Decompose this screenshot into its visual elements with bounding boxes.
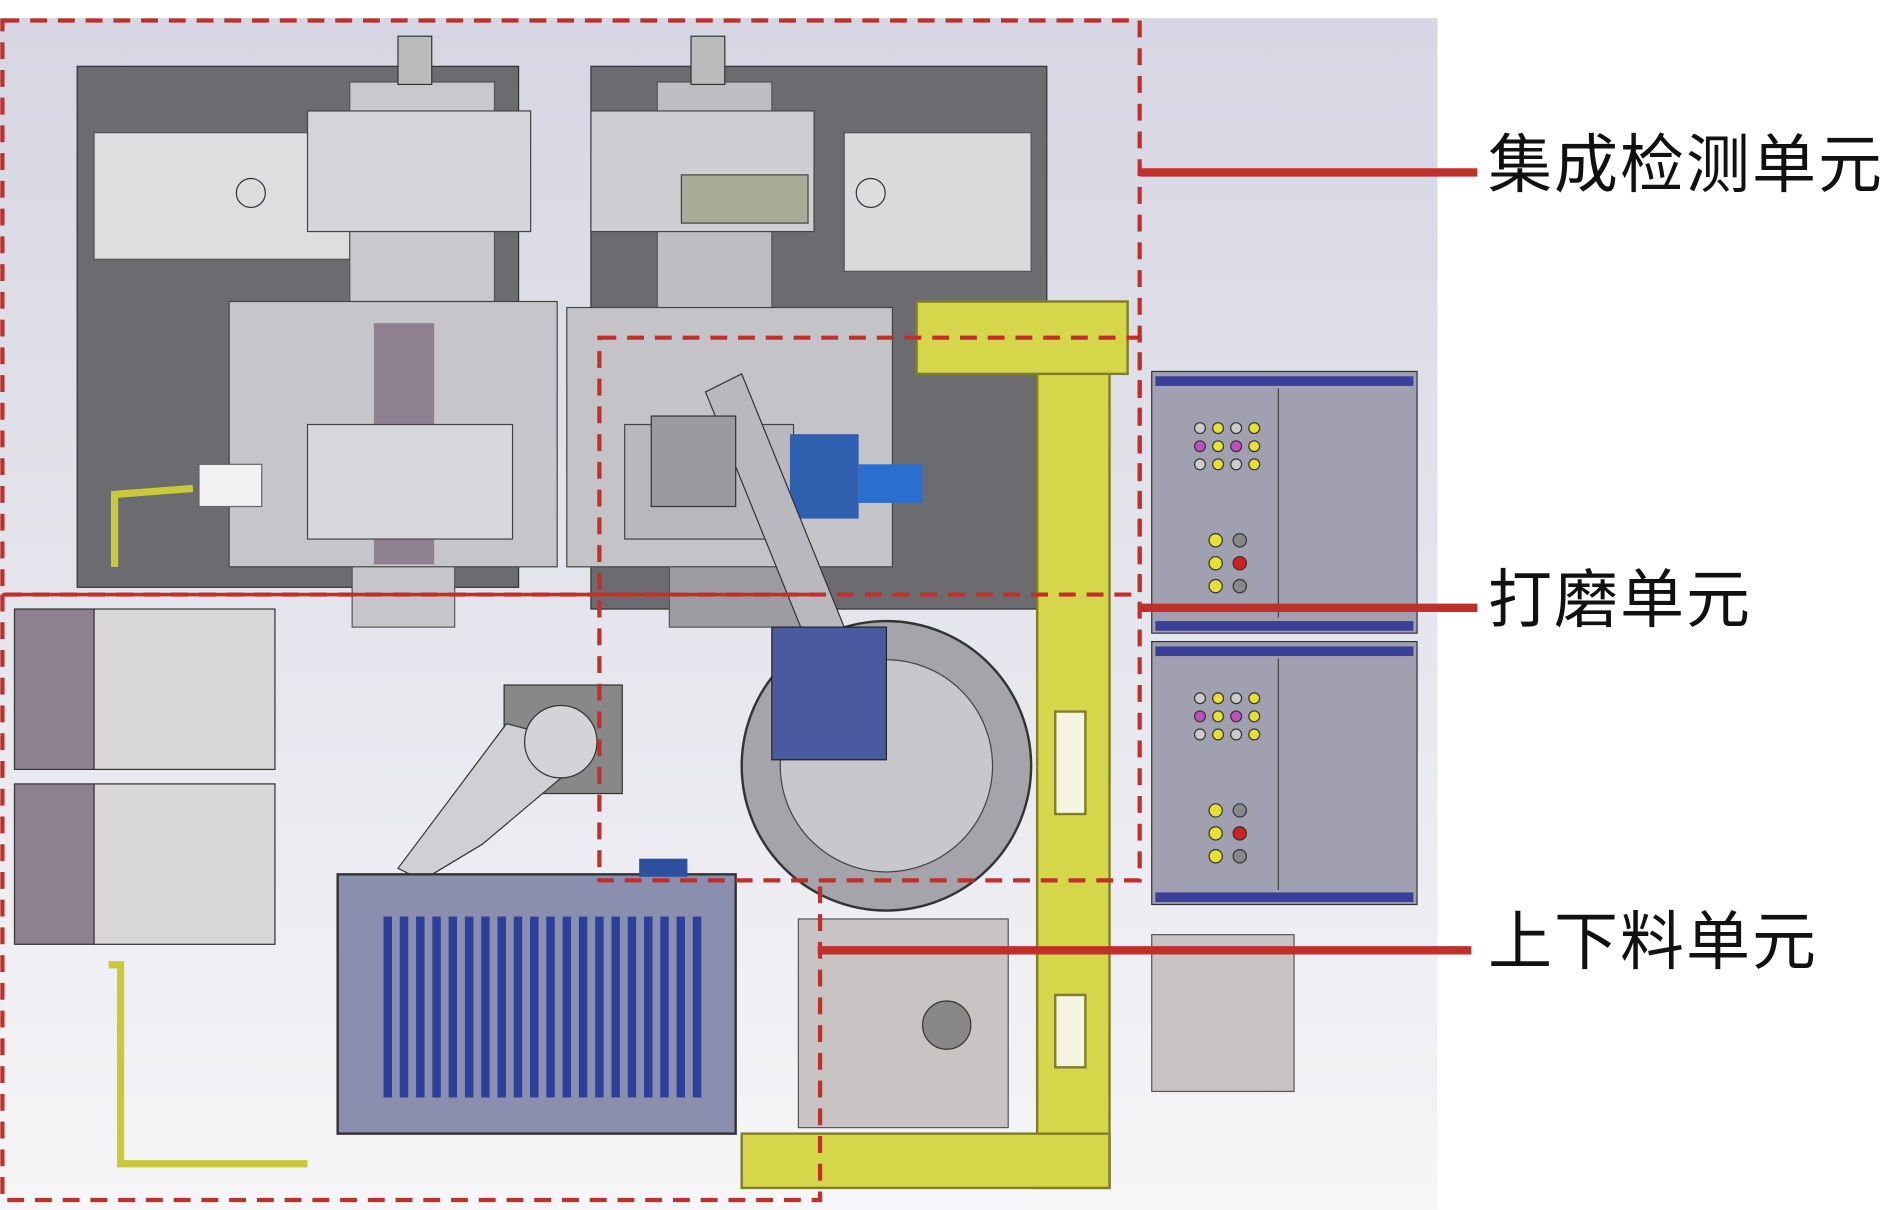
grinding-robot: [650, 373, 1033, 912]
control-cabinet-upper: [1151, 370, 1418, 634]
rack-slot: [432, 916, 441, 1098]
cabinet-button: [1232, 555, 1248, 571]
loading-unit-boundary: [0, 594, 823, 1203]
indicator-light: [1230, 728, 1243, 741]
rack-slot: [530, 916, 539, 1098]
cabinet-button: [1232, 826, 1248, 841]
rack-slot: [578, 916, 588, 1098]
rack-slot: [399, 916, 409, 1098]
rack-slot: [611, 916, 620, 1098]
rack-slot: [627, 916, 637, 1098]
indicator-light: [1212, 710, 1225, 723]
cabinet-button: [1208, 849, 1223, 864]
inspection-unit-label: 集成检测单元: [1488, 129, 1884, 203]
indicator-light: [1193, 728, 1206, 741]
rack-slot: [692, 916, 702, 1098]
rack-slot: [383, 916, 392, 1098]
indicator-light: [1193, 422, 1206, 435]
electrical-box: [1151, 934, 1295, 1093]
grinding-unit-boundary: [597, 335, 1142, 883]
indicator-light: [1193, 440, 1206, 453]
indicator-light: [1212, 422, 1225, 435]
rack-slot: [562, 916, 572, 1098]
storage-panels: [13, 608, 276, 945]
rack-slot: [546, 916, 555, 1098]
indicator-light: [1248, 710, 1261, 723]
cabinet-button: [1232, 533, 1248, 548]
indicator-light: [1212, 728, 1225, 741]
rack-slot: [595, 916, 604, 1098]
cabinet-button: [1232, 578, 1248, 594]
inspection-machine-left: [76, 35, 558, 628]
indicator-light: [1248, 728, 1261, 741]
indicator-light: [1230, 422, 1243, 435]
rack-slot: [644, 916, 653, 1098]
cabinet-button: [1208, 803, 1223, 818]
indicator-light: [1248, 422, 1261, 435]
rack-slot: [676, 916, 686, 1098]
cabinet-button: [1208, 578, 1223, 594]
loading-fixture: [921, 1000, 972, 1050]
control-cabinet-lower: [1151, 640, 1418, 906]
rack-slot: [481, 916, 490, 1098]
indicator-light: [1230, 440, 1243, 453]
indicator-light: [1248, 440, 1261, 453]
cabinet-button: [1208, 826, 1223, 841]
grinding-unit-label: 打磨单元: [1488, 564, 1752, 638]
rack-slot: [416, 916, 425, 1098]
safety-rail: [108, 484, 308, 1168]
indicator-light: [1193, 710, 1206, 723]
indicator-light: [1193, 692, 1206, 705]
indicator-light: [1248, 692, 1261, 705]
indicator-light: [1212, 692, 1225, 705]
cabinet-button: [1208, 533, 1223, 548]
rack-slot: [513, 916, 523, 1098]
indicator-light: [1212, 440, 1225, 453]
indicator-light: [1230, 458, 1243, 471]
indicator-light: [1248, 458, 1261, 471]
rack-slot: [464, 916, 474, 1098]
cabinet-button: [1232, 803, 1248, 818]
indicator-light: [1193, 458, 1206, 471]
loading-robot: [397, 684, 623, 882]
rack-slot: [448, 916, 458, 1098]
rack-slot: [660, 916, 669, 1098]
indicator-light: [1230, 692, 1243, 705]
indicator-light: [1212, 458, 1225, 471]
workpiece-rack: [336, 858, 737, 1135]
gantry-frame: [740, 300, 1129, 1190]
cabinet-button: [1232, 849, 1248, 864]
indicator-light: [1230, 710, 1243, 723]
cabinet-button: [1208, 555, 1223, 571]
loading-unit-label: 上下料单元: [1488, 906, 1818, 980]
rack-slot: [497, 916, 506, 1098]
